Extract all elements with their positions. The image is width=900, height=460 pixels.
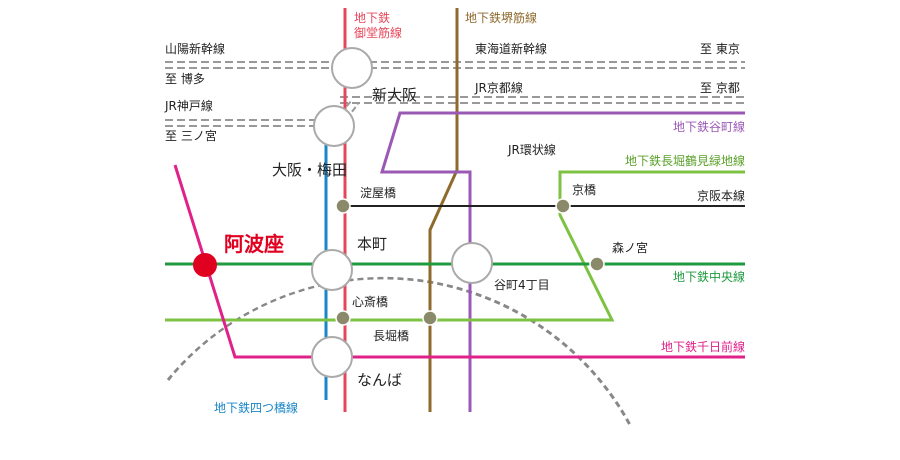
kyobashi-label: 京橋 <box>572 183 596 197</box>
jr-loop-label: JR環状線 <box>507 142 556 157</box>
nagahori-line <box>165 170 745 322</box>
jr-kobe-label: JR神戸線 <box>164 98 213 113</box>
yodoyabashi-station <box>335 198 351 214</box>
jr-kobe-line <box>165 96 745 127</box>
awaza-label: 阿波座 <box>224 232 284 256</box>
sanyo-shinkansen-line <box>165 61 745 69</box>
sennichimae-label: 地下鉄千日前線 <box>661 339 745 354</box>
kyobashi-station <box>555 198 571 214</box>
jr-loop-line <box>166 276 632 426</box>
morinomiya-station <box>589 256 605 272</box>
nagahori-label: 地下鉄長堀鶴見緑地線 <box>625 153 745 168</box>
namba-label: なんば <box>357 371 402 389</box>
osaka-umeda-station <box>313 105 355 147</box>
keihan-label: 京阪本線 <box>697 188 745 203</box>
tanimachi4-label: 谷町4丁目 <box>494 278 550 292</box>
direction-sannomiya: 至 三ノ宮 <box>165 128 217 143</box>
honmachi-label: 本町 <box>357 235 387 253</box>
tanimachi4-station <box>451 242 493 284</box>
yotsubashi-label: 地下鉄四つ橋線 <box>214 400 298 415</box>
morinomiya-label: 森ノ宮 <box>612 240 648 255</box>
sakaisuji-label: 地下鉄堺筋線 <box>465 10 537 25</box>
tanimachi-label: 地下鉄谷町線 <box>673 119 745 134</box>
direction-kyoto: 至 京都 <box>700 81 740 95</box>
jr-loop-line-inner <box>171 279 627 426</box>
awaza-station-marker <box>193 253 217 277</box>
sanyo-shinkansen-label: 山陽新幹線 <box>165 41 225 56</box>
namba-station <box>311 336 353 378</box>
direction-tokyo: 至 東京 <box>700 42 740 56</box>
shin-osaka-label: 新大阪 <box>372 86 417 104</box>
shinsaibashi-label: 心斎橋 <box>352 294 388 309</box>
midosuji-label-2: 御堂筋線 <box>354 25 402 40</box>
sennichimae-line <box>173 164 745 359</box>
tokaido-shinkansen-label: 東海道新幹線 <box>475 41 547 56</box>
jr-kyoto-label: JR京都線 <box>474 80 523 95</box>
nagahoribashi-label: 長堀橋 <box>373 328 409 343</box>
yodoyabashi-label: 淀屋橋 <box>360 186 396 200</box>
osaka-umeda-label: 大阪・梅田 <box>272 161 347 179</box>
direction-hakata: 至 博多 <box>165 71 205 86</box>
chuo-label: 地下鉄中央線 <box>673 269 745 284</box>
honmachi-station <box>311 249 353 291</box>
shinsaibashi-station <box>335 310 351 326</box>
nagahoribashi-station <box>422 310 438 326</box>
shin-osaka-station <box>331 47 373 89</box>
midosuji-label-1: 地下鉄 <box>354 10 390 25</box>
